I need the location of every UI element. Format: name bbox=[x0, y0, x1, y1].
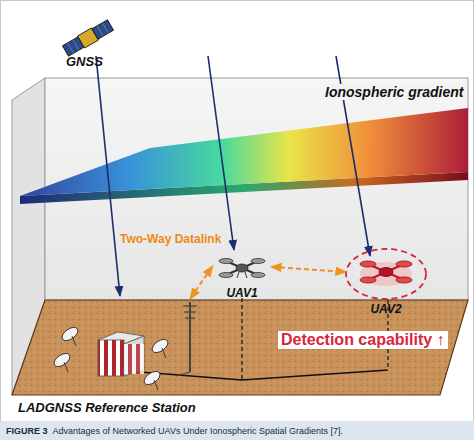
callout-text: Detection capability ↑ bbox=[278, 331, 448, 349]
uav-node: UAV2 bbox=[345, 246, 427, 320]
uav-label: UAV1 bbox=[226, 286, 257, 300]
ground-floor bbox=[12, 300, 468, 395]
projection-line bbox=[241, 298, 242, 380]
caption-bar: FIGURE 3 Advantages of Networked UAVs Und… bbox=[0, 421, 474, 440]
reference-station bbox=[98, 332, 144, 376]
ground-cable bbox=[140, 370, 388, 380]
figure-caption: Advantages of Networked UAVs Under Ionos… bbox=[53, 426, 344, 436]
uav-drone bbox=[219, 259, 265, 279]
datalink-arrow bbox=[191, 267, 212, 298]
satellite-label: GNSS bbox=[66, 54, 103, 69]
figure-number: FIGURE 3 bbox=[6, 426, 48, 436]
gnss-satellite bbox=[62, 19, 114, 57]
station-node: LADGNSS Reference Station bbox=[14, 298, 204, 418]
station-label: LADGNSS Reference Station bbox=[18, 400, 196, 415]
gnss-signal bbox=[96, 56, 120, 296]
satellite-dish bbox=[52, 325, 170, 390]
detection-zone bbox=[346, 249, 426, 299]
antenna-tower bbox=[176, 302, 197, 376]
ionosphere-slab bbox=[20, 108, 468, 196]
uav-node: UAV1 bbox=[212, 248, 272, 302]
layer-label: Ionospheric gradient bbox=[322, 84, 466, 100]
uav-drone bbox=[360, 261, 412, 286]
gnss-signal bbox=[208, 56, 234, 250]
edge-label: Two-Way Datalink bbox=[120, 232, 221, 246]
uav-label: UAV2 bbox=[370, 302, 401, 316]
datalink-arrow bbox=[272, 267, 345, 272]
